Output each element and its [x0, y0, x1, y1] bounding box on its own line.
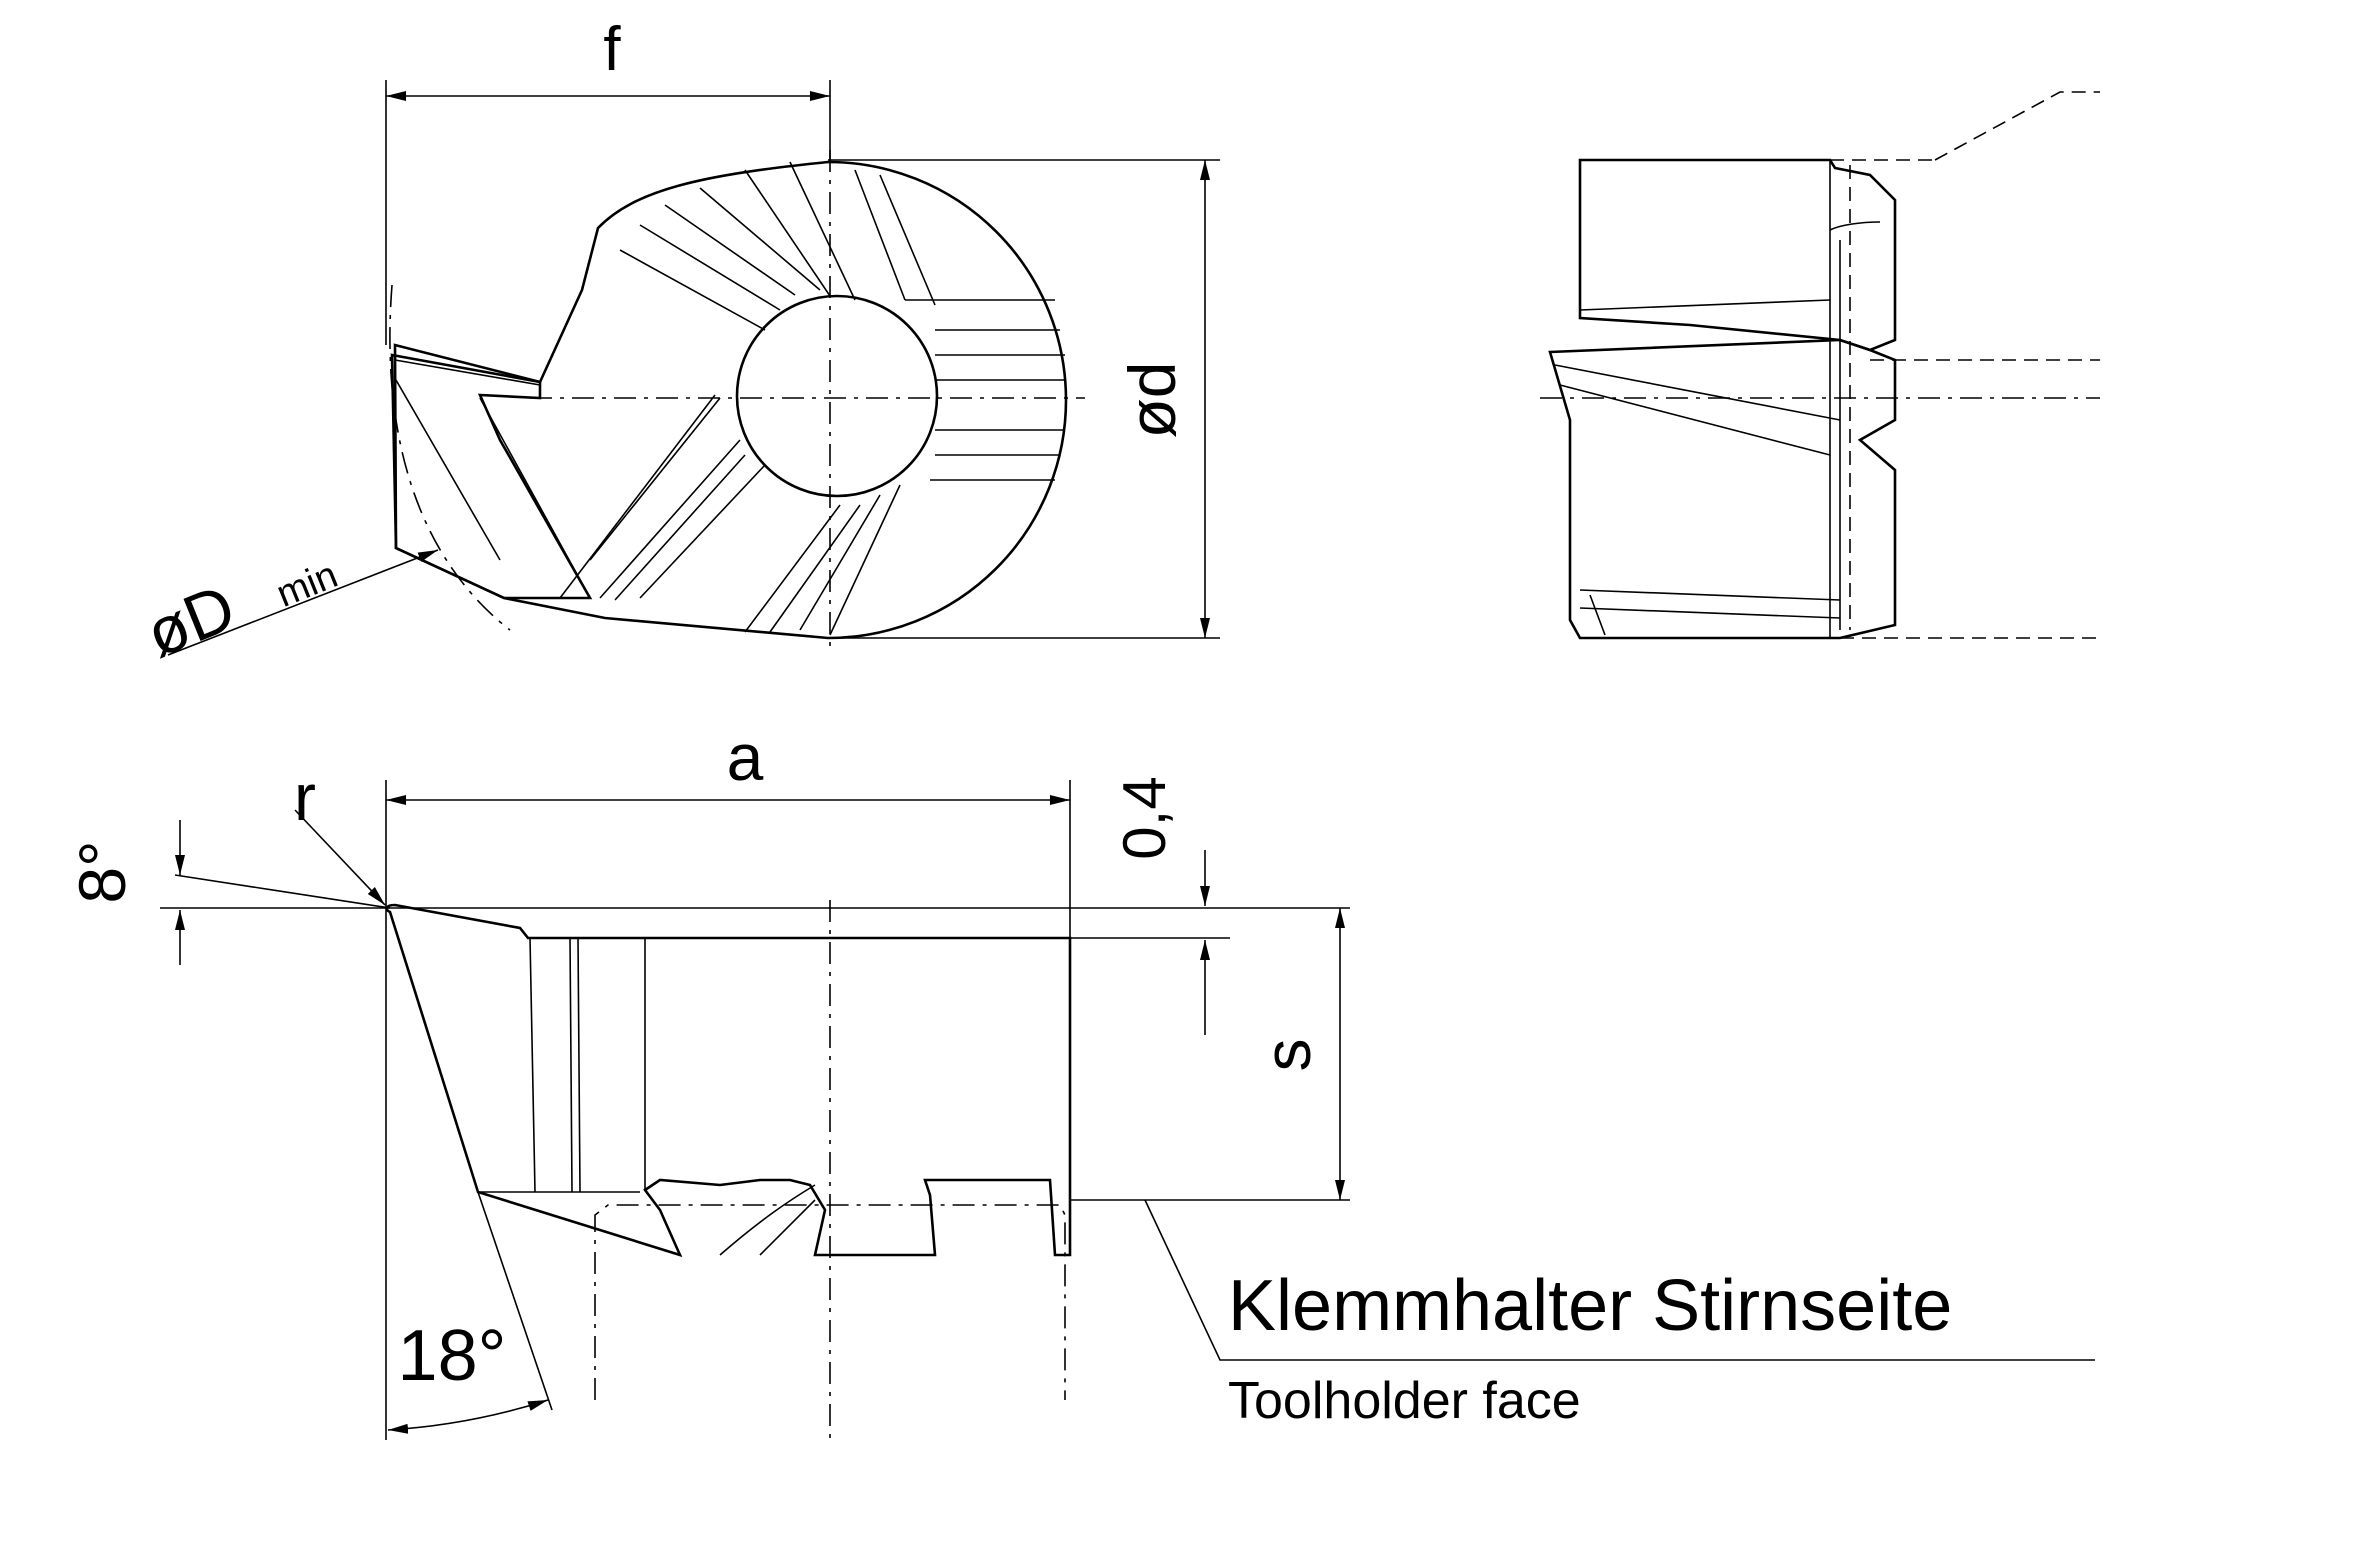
side-view-lines: [1554, 160, 1881, 638]
face-leader: [1144, 1199, 2095, 1361]
label-04: 0,4: [1111, 776, 1178, 859]
18deg-ext-angled: [477, 1191, 553, 1411]
label-r: r: [294, 760, 316, 834]
label-d: ød: [1115, 361, 1189, 438]
r-leader: [294, 809, 386, 906]
side-view-upper-body: [1578, 158, 1897, 352]
dmin-leader: [167, 549, 439, 656]
top-view-insert-body: [393, 160, 1068, 640]
label-dmin: øD: [136, 570, 245, 672]
front-view: a r 8° 0,4 s 18° Klemmhalter Stirnseite …: [65, 720, 2095, 1440]
side-view: [1540, 91, 2100, 640]
18deg-arc: [387, 1399, 549, 1434]
label-a: a: [727, 720, 764, 794]
label-face-de: Klemmhalter Stirnseite: [1228, 1266, 1952, 1346]
front-view-detail-lines: [478, 937, 816, 1256]
label-angle-8: 8°: [65, 840, 139, 903]
side-view-phantom-lines: [1540, 91, 2100, 639]
top-view: f ød øD min: [136, 15, 1220, 671]
toolholder-outline: [594, 1204, 1066, 1400]
8deg-ref-angled: [174, 874, 391, 909]
label-f: f: [603, 15, 621, 84]
side-view-lower-body: [1548, 338, 1897, 640]
label-s: s: [1250, 1039, 1324, 1072]
label-dmin-sub: min: [271, 554, 344, 616]
dmin-arc: [389, 284, 511, 631]
top-view-cutting-tip: [390, 353, 593, 600]
top-view-facet-lines: [394, 161, 1065, 636]
front-view-insert-body: [385, 903, 1072, 1258]
label-face-en: Toolholder face: [1228, 1372, 1581, 1430]
label-angle-18: 18°: [398, 1316, 507, 1396]
